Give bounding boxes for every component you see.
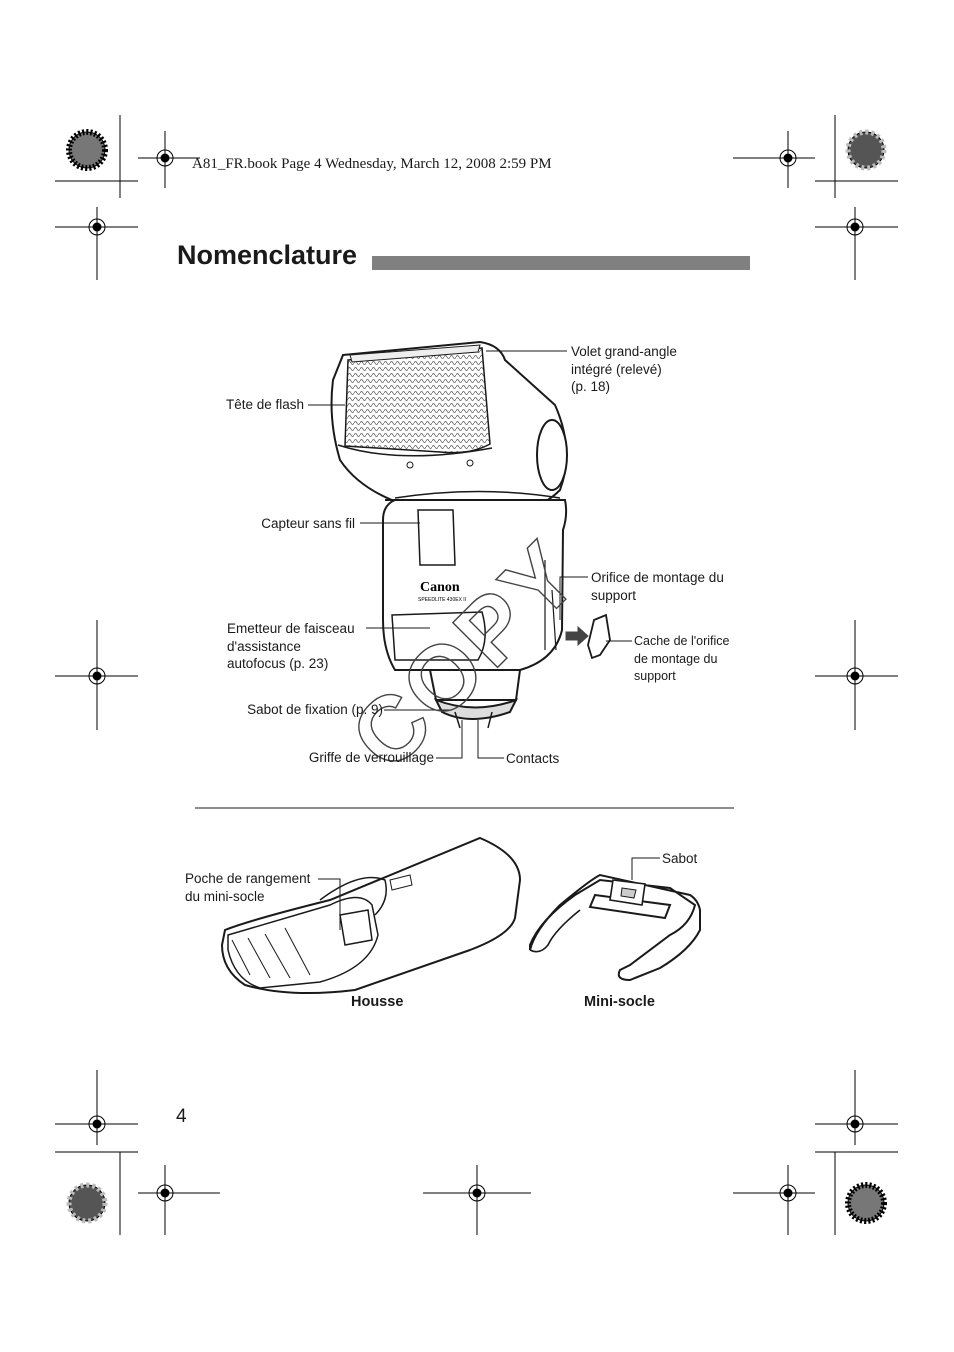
label-poche: Poche de rangement du mini-socle: [185, 871, 311, 904]
caption-housse: Housse: [351, 994, 404, 1010]
mini-stand-illustration: [529, 873, 701, 982]
registration-mark-icon: [815, 207, 898, 280]
page-number: 4: [176, 1106, 187, 1127]
color-bar-icon: [845, 129, 887, 171]
label-capteur: Capteur sans fil: [261, 516, 355, 531]
label-griffe: Griffe de verrouillage: [308, 750, 434, 765]
registration-mark-icon: [733, 1165, 815, 1235]
label-contacts: Contacts: [506, 751, 560, 766]
color-bar-icon: [845, 1182, 887, 1224]
flash-model-text: SPEEDLITE 430EX II: [418, 597, 466, 603]
printer-marks: [55, 115, 898, 1235]
case-leader-lines: [318, 878, 341, 930]
registration-mark-icon: [815, 1070, 898, 1145]
label-sabot: Sabot: [662, 851, 698, 866]
label-emetteur: Emetteur de faisceau d'assistance autofo…: [227, 621, 355, 671]
page-title: Nomenclature: [177, 240, 358, 270]
registration-mark-icon: [138, 1165, 220, 1235]
leader-lines: [308, 350, 632, 759]
label-volet: Volet grand-angle intégré (relevé) (p. 1…: [571, 344, 677, 394]
registration-mark-icon: [55, 620, 138, 730]
color-bar-icon: [66, 1182, 108, 1224]
label-sabot-fixation: Sabot de fixation (p. 9): [247, 702, 383, 717]
label-tete-de-flash: Tête de flash: [225, 397, 304, 412]
title-bar: [372, 256, 750, 270]
registration-mark-icon: [733, 131, 815, 188]
book-header: A81_FR.book Page 4 Wednesday, March 12, …: [192, 156, 552, 172]
registration-mark-icon: [423, 1165, 531, 1235]
registration-mark-icon: [55, 1070, 138, 1145]
label-orifice: Orifice de montage du support: [591, 570, 724, 603]
label-cache: Cache de l'orifice de montage du support: [634, 634, 730, 683]
stand-leader-lines: [631, 857, 660, 880]
flash-brand-logo: Canon: [420, 580, 460, 595]
registration-mark-icon: [138, 131, 200, 188]
registration-mark-icon: [55, 207, 138, 280]
speedlite-flash-illustration: [330, 340, 611, 729]
case-illustration: [220, 836, 522, 995]
registration-mark-icon: [815, 620, 898, 730]
caption-mini-socle: Mini-socle: [584, 994, 655, 1010]
color-bar-icon: [66, 129, 108, 171]
